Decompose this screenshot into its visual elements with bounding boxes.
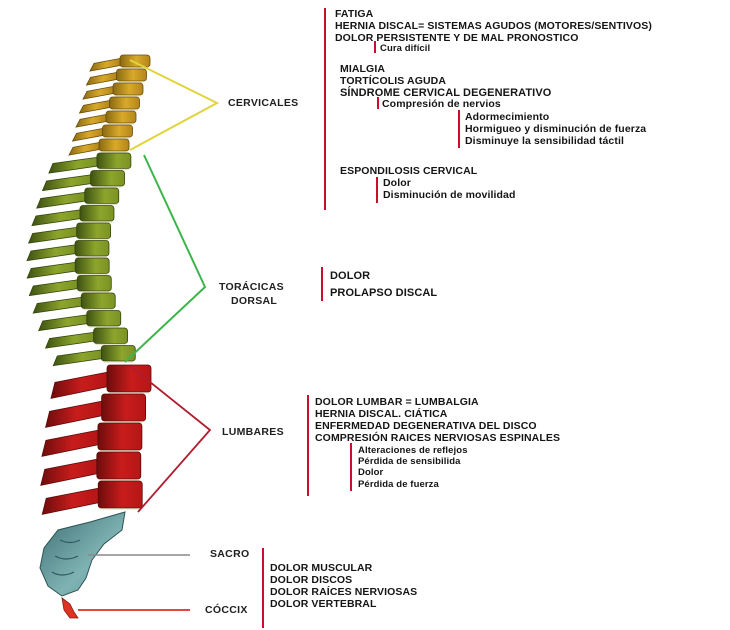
lumbar-label: LUMBARES	[222, 426, 284, 438]
note-dolor-muscular: DOLOR MUSCULAR	[270, 562, 372, 574]
thoracic-vertebrae	[27, 153, 135, 366]
note-espondilosis: ESPONDILOSIS CERVICAL	[340, 165, 477, 177]
dorsal-label: DORSAL	[231, 295, 277, 307]
espondilosis-subbar	[376, 177, 378, 203]
lumbar-vertebra	[42, 481, 142, 514]
lumbar-vertebrae	[41, 365, 151, 514]
note-dolor-raices: DOLOR RAÍCES NERVIOSAS	[270, 586, 417, 598]
note-torticolis: TORTÍCOLIS AGUDA	[340, 75, 446, 87]
note-dolor-cervical: Dolor	[383, 177, 411, 189]
note-lumbalgia: DOLOR LUMBAR = LUMBALGIA	[315, 396, 479, 408]
coccyx-shape	[62, 598, 78, 618]
cervical-vertebrae	[69, 55, 150, 155]
thoracic-vertebra	[53, 346, 135, 366]
note-dolor-lumbar: Dolor	[358, 467, 383, 479]
note-compresion-nervios: Compresión de nervios	[382, 98, 501, 110]
note-perdida-fuerza: Pérdida de fuerza	[358, 479, 439, 491]
lumbar-vertebra	[46, 394, 146, 427]
sintomas-subbar	[458, 110, 460, 148]
thoracic-notes-bar	[321, 267, 323, 301]
lumbar-notes-bar	[307, 395, 309, 496]
note-sensibilidad-tactil: Disminuye la sensibilidad táctil	[465, 135, 624, 147]
sacro-coccyx-notes-bar	[262, 548, 264, 628]
thoracic-bracket	[125, 155, 205, 362]
note-movilidad: Disminución de movilidad	[383, 189, 516, 201]
note-dolor-persistente: DOLOR PERSISTENTE Y DE MAL PRONOSTICO	[335, 32, 578, 44]
note-degenerativa: ENFERMEDAD DEGENERATIVA DEL DISCO	[315, 420, 537, 432]
note-compresion-raices: COMPRESIÓN RAICES NERVIOSAS ESPINALES	[315, 432, 560, 444]
coccyx-label: CÓCCIX	[205, 604, 248, 616]
note-fatiga: FATIGA	[335, 8, 373, 20]
note-ciatica: HERNIA DISCAL. CIÁTICA	[315, 408, 447, 420]
cervical-label: CERVICALES	[228, 97, 299, 109]
note-hernia-cervical: HERNIA DISCAL= SISTEMAS AGUDOS (MOTORES/…	[335, 20, 652, 32]
cervical-notes-bar	[324, 8, 326, 210]
note-dolor-toracico: DOLOR	[330, 270, 370, 282]
note-dolor-vertebral: DOLOR VERTEBRAL	[270, 598, 377, 610]
note-mialgia: MIALGIA	[340, 63, 385, 75]
note-adormecimiento: Adormecimiento	[465, 111, 549, 123]
lumbar-vertebra	[42, 423, 142, 456]
note-hormigueo: Hormigueo y disminución de fuerza	[465, 123, 646, 135]
sacrum-shape	[40, 512, 125, 596]
note-cura-dificil: Cura difícil	[380, 43, 430, 55]
lumbar-vertebra	[41, 452, 141, 485]
lumbar-subbar	[350, 443, 352, 491]
thoracic-label: TORÁCICAS	[219, 281, 284, 293]
note-dolor-discos: DOLOR DISCOS	[270, 574, 352, 586]
note-prolapso: PROLAPSO DISCAL	[330, 287, 437, 299]
sacro-label: SACRO	[210, 548, 249, 560]
